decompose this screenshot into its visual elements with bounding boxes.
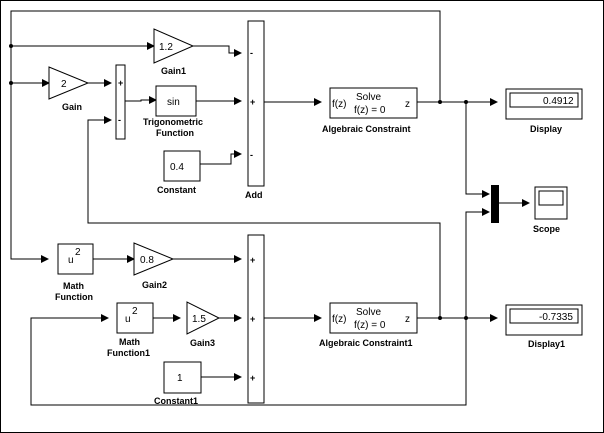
constant1-block[interactable]: 1 Constant1 [154,361,202,406]
gain2-value: 0.8 [140,255,154,266]
add-label: Add [245,190,263,200]
alg2-line2: f(z) = 0 [354,320,386,331]
wire-alg2-to-mux [465,208,490,318]
branch-point [438,100,442,104]
gain2-label: Gain2 [142,280,167,290]
mathfn1-exp: 2 [132,306,138,317]
gain2-block[interactable]: 0.8 Gain2 [133,242,175,290]
gain-label: Gain [62,102,82,112]
display-value: 0.4912 [543,96,574,107]
alg1-out-port: z [405,99,410,110]
mux-block[interactable] [491,185,499,223]
feedback-wire-z2-bottom [30,314,467,406]
constant1-label: Constant1 [154,396,198,406]
scope-block[interactable]: Scope [533,186,568,234]
trig-function-block[interactable]: sin Trigonometric Function [143,85,203,138]
display1-value: -0.7335 [539,312,573,323]
mathfn1-label-line1: Math [119,337,140,347]
wire-sum1-to-trig [125,96,157,104]
gain1-value: 1.2 [159,42,173,53]
display1-block[interactable]: -0.7335 Display1 [505,304,583,349]
constant-value: 0.4 [170,162,184,173]
algebraic-constraint1-block[interactable]: Solve f(z) = 0 f(z) z Algebraic Constrai… [319,302,418,348]
constant-label: Constant [157,185,196,195]
signal-lines [10,10,530,406]
wire-gain1-to-add [193,45,242,57]
mathfn1-value: u [125,314,131,325]
wire-constant-to-add [200,150,242,165]
scope-label: Scope [533,224,560,234]
sum2-sign-3: + [250,373,255,383]
sum2-block[interactable]: + + + [247,234,265,404]
alg1-in-port: f(z) [332,99,346,110]
display-label: Display [530,124,562,134]
add-sign-2: + [250,97,255,107]
wire-alg1-to-mux [465,102,490,198]
gain-block[interactable]: 2 Gain [48,66,90,112]
sum1-block[interactable]: + - [115,64,126,140]
alg2-label: Algebraic Constraint1 [319,338,413,348]
alg2-in-port: f(z) [332,314,346,325]
gain1-label: Gain1 [161,66,186,76]
gain3-block[interactable]: 1.5 Gain3 [186,301,221,348]
math-function1-block[interactable]: u 2 Math Function1 [107,302,154,358]
constant-block[interactable]: 0.4 Constant [157,150,201,195]
sum1-sign-minus: - [118,115,121,125]
alg1-line2: f(z) = 0 [354,105,386,116]
branch-point [9,44,13,48]
sum2-sign-1: + [250,255,255,265]
feedback-wire-z2-to-sum1 [87,116,441,318]
feedback-wire-z1-left [10,10,441,263]
gain3-value: 1.5 [192,314,206,325]
alg1-line1: Solve [356,92,381,103]
display-block[interactable]: 0.4912 Display [505,88,583,134]
mathfn-label-line1: Math [63,281,84,291]
scope-screen-icon [538,190,564,206]
add-sign-3: - [250,150,253,160]
gain1-block[interactable]: 1.2 Gain1 [153,28,195,76]
add-sign-1: - [250,48,253,58]
sum2-sign-2: + [250,314,255,324]
constant1-value: 1 [177,373,183,384]
algebraic-constraint-block[interactable]: Solve f(z) = 0 f(z) z Algebraic Constrai… [322,87,418,134]
trig-value: sin [167,97,180,108]
branch-point [438,316,442,320]
mathfn-exp: 2 [75,247,81,258]
branch-point [9,81,13,85]
add-block[interactable]: - + - Add [245,20,265,200]
branch-point [464,100,468,104]
branch-points [9,44,468,320]
alg2-line1: Solve [356,307,381,318]
math-function-block[interactable]: u 2 Math Function [55,243,94,302]
mathfn-value: u [68,255,74,266]
branch-point [464,316,468,320]
gain-value: 2 [61,79,67,90]
alg1-label: Algebraic Constraint [322,124,411,134]
trig-label-line1: Trigonometric [143,117,203,127]
mathfn1-label-line2: Function1 [107,348,150,358]
mathfn-label-line2: Function [55,292,93,302]
display1-label: Display1 [528,339,565,349]
trig-label-line2: Function [156,128,194,138]
sum1-sign-plus: + [118,78,123,88]
gain3-label: Gain3 [190,338,215,348]
alg2-out-port: z [405,314,410,325]
